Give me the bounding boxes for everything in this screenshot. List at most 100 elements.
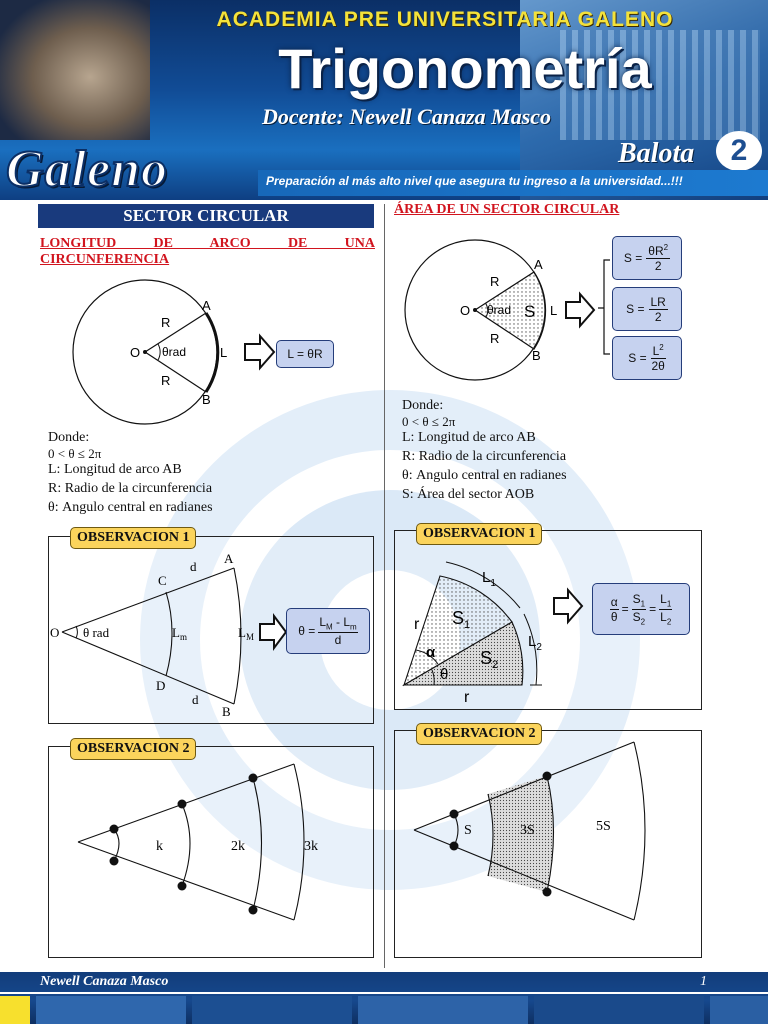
where-item-left-1: 0 < θ ≤ 2π xyxy=(48,446,102,461)
where-item-left-4: θ: Angulo central en radianes xyxy=(48,500,213,515)
arc-3 xyxy=(252,777,263,911)
angle-arc xyxy=(75,625,78,639)
label-r-bottom: R xyxy=(490,331,499,346)
formula-arc-length: L = θR xyxy=(276,340,334,368)
dimension-arc-l2 xyxy=(523,613,538,686)
dot-2 xyxy=(449,841,459,851)
shaded-sector xyxy=(473,271,547,350)
galeno-portrait-image xyxy=(0,0,150,140)
label-s1: S1 xyxy=(452,608,470,631)
dot-4 xyxy=(177,881,187,891)
dot-2 xyxy=(109,856,119,866)
formula-area-2: S = LR 2 xyxy=(612,287,682,331)
observation-1-left-diagram: O θ rad A B C D d d Lm LM xyxy=(50,551,288,719)
formula-area-1: S = θR2 2 xyxy=(612,236,682,280)
label-o: O xyxy=(130,345,140,360)
label-r-side: r xyxy=(414,616,420,633)
area-sector-diagram: A B O R R θrad S L xyxy=(404,239,596,381)
observation-2-right-label: OBSERVACION 2 xyxy=(416,723,543,745)
tagline-bar xyxy=(258,170,768,196)
arc-1 xyxy=(453,813,459,847)
label-2k: 2k xyxy=(231,839,245,854)
label-r-bottom: r xyxy=(464,689,470,706)
formula-observation-1-right: α θ = S1 S2 = L1 L2 xyxy=(592,583,690,635)
label-o: O xyxy=(50,625,59,640)
dot-4 xyxy=(542,887,552,897)
center-point xyxy=(473,308,477,312)
balota-label: Balota xyxy=(618,138,695,169)
label-lM: LM xyxy=(238,625,254,642)
dot-6 xyxy=(248,905,258,915)
where-item-right-4: θ: Angulo central en radianes xyxy=(402,468,567,483)
sector-s1 xyxy=(403,575,513,687)
dot-3 xyxy=(177,799,187,809)
page-footer: Newell Canaza Masco 1 xyxy=(0,972,768,1024)
label-s: S xyxy=(464,823,472,838)
where-title-right: Donde: xyxy=(402,398,444,413)
footer-rule xyxy=(0,992,768,994)
column-divider xyxy=(384,204,385,968)
implies-arrow-icon xyxy=(244,333,276,371)
arc-cd xyxy=(165,591,173,677)
radius-ob xyxy=(144,351,207,393)
where-item-left-3: R: Radio de la circunferencia xyxy=(48,481,213,496)
subsection-title-line-2: CIRCUNFERENCIA xyxy=(40,252,170,267)
observation-1-left-label: OBSERVACION 1 xyxy=(70,527,197,549)
angle-arc xyxy=(157,343,161,361)
label-b: B xyxy=(222,704,231,719)
formula-fraction: LM - Lm d xyxy=(318,615,358,647)
arc-ab xyxy=(233,567,242,705)
where-item-right-1: 0 < θ ≤ 2π xyxy=(402,414,456,429)
where-item-right-5: S: Área del sector AOB xyxy=(402,487,535,502)
formula-brace xyxy=(598,259,610,355)
watermark-logo-icon xyxy=(140,390,640,890)
observation-2-right-diagram: S 3S 5S xyxy=(413,741,646,921)
implies-arrow-icon xyxy=(259,613,288,651)
arc-ab xyxy=(204,312,220,393)
label-c: C xyxy=(158,573,167,588)
label-3k: 3k xyxy=(304,839,318,854)
label-angle: θrad xyxy=(487,303,511,317)
tagline: Preparación al más alto nivel que asegur… xyxy=(266,174,683,188)
formula-numerator: LM - Lm xyxy=(318,615,358,633)
label-l: L xyxy=(220,345,227,360)
label-l: L xyxy=(550,303,557,318)
observation-1-right-label: OBSERVACION 1 xyxy=(416,523,543,545)
label-k: k xyxy=(156,839,163,854)
arc-2 xyxy=(487,793,494,877)
subject-title: Trigonometría xyxy=(278,37,652,100)
galeno-logo: Galeno xyxy=(5,140,168,199)
label-a: A xyxy=(534,257,543,272)
academy-title: ACADEMIA PRE UNIVERSITARIA GALENO xyxy=(216,8,674,31)
ray-bottom xyxy=(77,841,295,921)
arc-4 xyxy=(293,763,305,921)
label-theta: θ xyxy=(440,666,448,683)
where-item-right-2: L: Longitud de arco AB xyxy=(402,430,536,445)
label-angle: θrad xyxy=(162,345,186,359)
radius-oa xyxy=(144,312,207,353)
footer-tile-yellow xyxy=(0,996,30,1024)
label-r-top: R xyxy=(490,274,499,289)
arc-length-diagram: A B O R R θrad L xyxy=(72,279,276,425)
label-d-top: d xyxy=(190,559,197,574)
formula-observation-1-left: θ = LM - Lm d xyxy=(286,608,370,654)
dimension-arc-l1 xyxy=(445,561,521,609)
label-d: D xyxy=(156,678,165,693)
page-header: ACADEMIA PRE UNIVERSITARIA GALENO Trigon… xyxy=(0,0,768,200)
label-d-bottom: d xyxy=(192,692,199,707)
balota-number: 2 xyxy=(716,131,762,171)
label-b: B xyxy=(202,392,211,407)
formula-denominator: d xyxy=(334,632,342,647)
label-lm: Lm xyxy=(172,625,187,642)
observation-2-left-diagram: k 2k 3k xyxy=(77,763,318,921)
dot-5 xyxy=(248,773,258,783)
section-title-area: ÁREA DE UN SECTOR CIRCULAR xyxy=(394,202,620,217)
subsection-title-line-1: LONGITUD DE ARCO DE UNA xyxy=(40,236,375,251)
observation-2-left-box xyxy=(48,746,374,958)
dot-1 xyxy=(449,809,459,819)
formula-lhs: θ = xyxy=(298,624,316,638)
center-point xyxy=(143,350,147,354)
implies-arrow-icon xyxy=(553,587,584,625)
label-s: S xyxy=(524,302,535,321)
section-title-sector-circular: SECTOR CIRCULAR xyxy=(38,204,374,228)
